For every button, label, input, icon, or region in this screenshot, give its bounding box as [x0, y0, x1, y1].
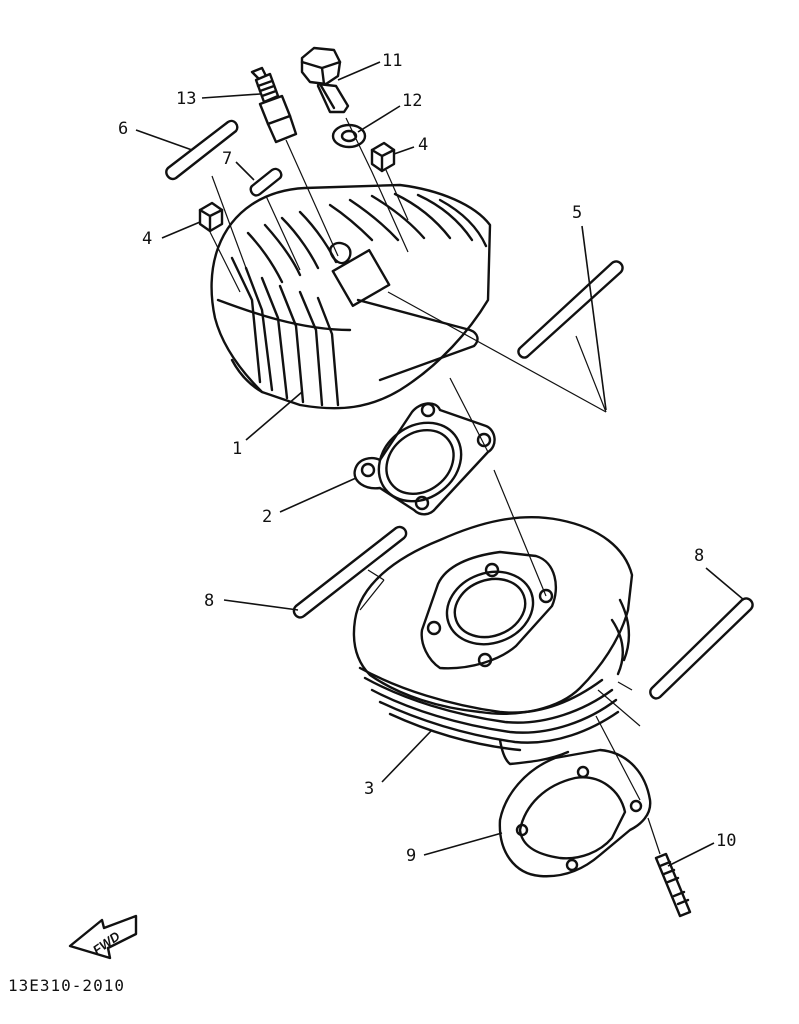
leader-11: [337, 61, 381, 81]
leader-1: [245, 391, 303, 441]
stud-10: [654, 852, 692, 918]
callout-9: 9: [406, 846, 417, 866]
callout-12: 12: [402, 91, 423, 111]
nut-4-right: [370, 141, 396, 173]
callout-8-right: 8: [694, 546, 705, 566]
callout-2: 2: [262, 507, 273, 527]
callout-5: 5: [572, 203, 583, 223]
bolt-11: [300, 46, 350, 114]
leader-9: [423, 832, 503, 856]
leader-3: [381, 729, 433, 783]
diagram-code: 13E310-2010: [8, 976, 125, 995]
callout-4-right: 4: [418, 135, 429, 155]
leader-5: [581, 225, 607, 411]
leader-7: [235, 161, 255, 181]
head-gasket: [353, 402, 496, 516]
pipe-6: [165, 119, 239, 181]
spark-plug-13: [250, 66, 298, 144]
cylinder-head: [210, 183, 492, 410]
base-gasket: [498, 748, 652, 878]
fwd-arrow-icon: [68, 914, 138, 960]
callout-4-left: 4: [142, 229, 153, 249]
leader-6: [135, 129, 193, 151]
nut-4-left: [198, 201, 224, 233]
leader-12: [357, 105, 401, 133]
leader-13: [201, 93, 261, 99]
callout-8-left: 8: [204, 591, 215, 611]
callout-13: 13: [176, 89, 197, 109]
pipe-5: [517, 260, 624, 359]
callout-1: 1: [232, 439, 243, 459]
leader-4b: [393, 146, 415, 155]
leader-8b: [705, 567, 745, 601]
cylinder: [352, 516, 634, 766]
leader-4a: [161, 221, 201, 239]
callout-10: 10: [716, 831, 737, 851]
pipe-8-left: [292, 525, 408, 619]
pipe-8-right: [649, 597, 754, 700]
leader-2: [279, 477, 357, 513]
washer-12: [331, 123, 367, 149]
callout-7: 7: [222, 149, 233, 169]
leader-8a: [223, 599, 299, 611]
callout-3: 3: [364, 779, 375, 799]
pipe-7: [249, 167, 283, 197]
callout-6: 6: [118, 119, 129, 139]
callout-11: 11: [382, 51, 403, 71]
leader-10: [667, 842, 715, 867]
